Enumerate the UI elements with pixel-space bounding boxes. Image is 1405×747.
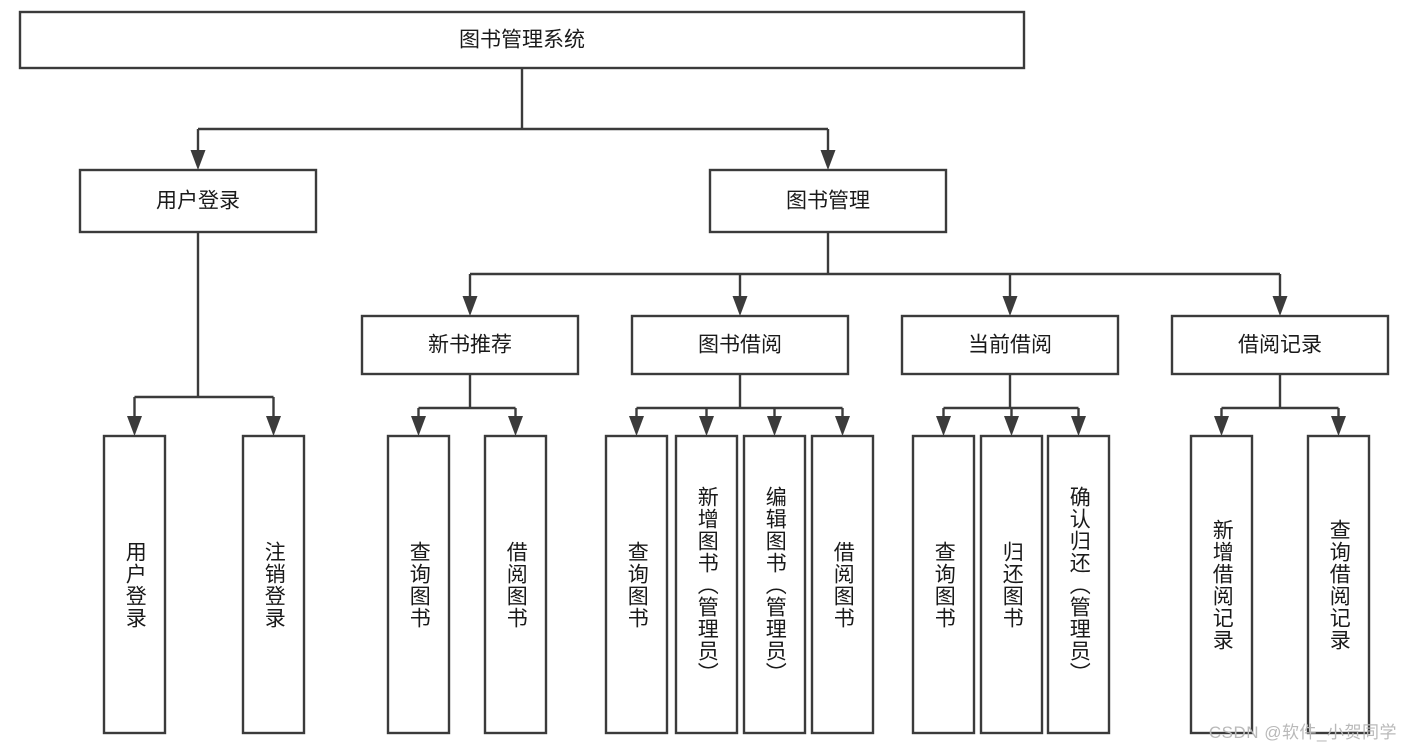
connector-arrow [190, 129, 206, 170]
node-root[interactable]: 图书管理系统 [18, 10, 1026, 70]
connector-arrow [411, 408, 426, 436]
connector-arrow [1214, 408, 1229, 436]
node-level3-0[interactable]: 新书推荐 [360, 314, 580, 376]
connector-arrow [127, 397, 142, 436]
node-leaf-1[interactable] [241, 434, 306, 735]
node-leaf-0[interactable] [102, 434, 167, 735]
node-leaf-3[interactable] [483, 434, 548, 735]
connector-arrow [266, 397, 281, 436]
node-label: 借阅记录 [1238, 334, 1322, 357]
node-leaf-7[interactable] [810, 434, 875, 735]
node-leaf-5[interactable] [674, 434, 739, 735]
connector-arrow [820, 129, 836, 170]
connector-arrow [936, 408, 951, 436]
connector-arrow [508, 408, 523, 436]
node-label: 图书管理系统 [459, 29, 585, 52]
connector-arrow [835, 408, 850, 436]
connector-arrow [1272, 274, 1288, 316]
connector-layer [127, 68, 1346, 436]
node-leaf-10[interactable] [1046, 434, 1111, 735]
connector-arrow [629, 408, 644, 436]
node-level3-3[interactable]: 借阅记录 [1170, 314, 1390, 376]
node-leaf-9[interactable] [979, 434, 1044, 735]
node-label: 当前借阅 [968, 334, 1052, 357]
node-label: 新书推荐 [428, 334, 512, 357]
node-level2-1[interactable]: 图书管理 [708, 168, 948, 234]
connector-arrow [1002, 274, 1018, 316]
connector-arrow [1004, 408, 1019, 436]
node-label: 图书管理 [786, 190, 870, 213]
watermark: CSDN @软件_小贺同学 [1208, 723, 1397, 742]
connector-arrow [699, 408, 714, 436]
node-level3-1[interactable]: 图书借阅 [630, 314, 850, 376]
node-leaf-4[interactable] [604, 434, 669, 735]
connector-arrow [1071, 408, 1086, 436]
node-level2-0[interactable]: 用户登录 [78, 168, 318, 234]
connector-arrow [462, 274, 478, 316]
node-leaf-11[interactable] [1189, 434, 1254, 735]
node-leaf-2[interactable] [386, 434, 451, 735]
node-label: 用户登录 [156, 190, 240, 213]
connector-arrow [732, 274, 748, 316]
node-leaf-12[interactable] [1306, 434, 1371, 735]
node-leaf-8[interactable] [911, 434, 976, 735]
node-level3-2[interactable]: 当前借阅 [900, 314, 1120, 376]
connector-arrow [767, 408, 782, 436]
connector-arrow [1331, 408, 1346, 436]
node-label: 图书借阅 [698, 334, 782, 357]
node-leaf-6[interactable] [742, 434, 807, 735]
